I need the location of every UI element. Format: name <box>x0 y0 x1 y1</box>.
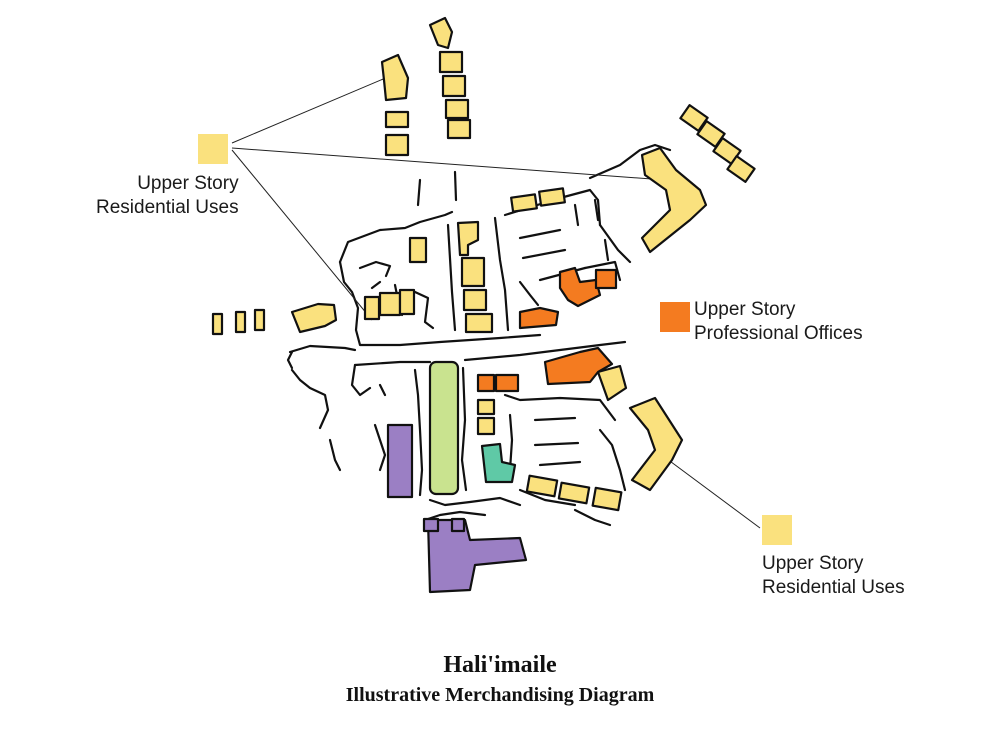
legend-swatch-offices <box>660 302 690 332</box>
street-outlines <box>286 143 672 527</box>
legend-label-residential-1-line1: Upper Story <box>137 173 239 194</box>
diagram-title: Hali'imaile <box>443 652 557 678</box>
civic-buildings <box>386 423 528 594</box>
residential-buildings <box>211 16 756 512</box>
legend-label-residential-2: Upper Story Residential Uses <box>762 552 905 600</box>
diagram-subtitle: Illustrative Merchandising Diagram <box>345 684 655 706</box>
legend-label-offices-line2: Professional Offices <box>694 323 863 344</box>
legend-label-offices-line1: Upper Story <box>694 299 796 320</box>
legend-swatch-residential-1 <box>198 134 228 164</box>
legend-label-residential-1: Upper Story Residential Uses <box>96 172 239 220</box>
leader-lines <box>231 73 761 529</box>
legend-label-residential-2-line2: Residential Uses <box>762 577 905 598</box>
legend-swatches <box>198 134 792 545</box>
legend-label-residential-1-line2: Residential Uses <box>96 197 239 218</box>
office-buildings <box>476 266 618 393</box>
legend-swatch-residential-2 <box>762 515 792 545</box>
legend-label-residential-2-line1: Upper Story <box>762 553 864 574</box>
open-space <box>428 360 517 496</box>
legend-label-offices: Upper Story Professional Offices <box>694 298 863 346</box>
